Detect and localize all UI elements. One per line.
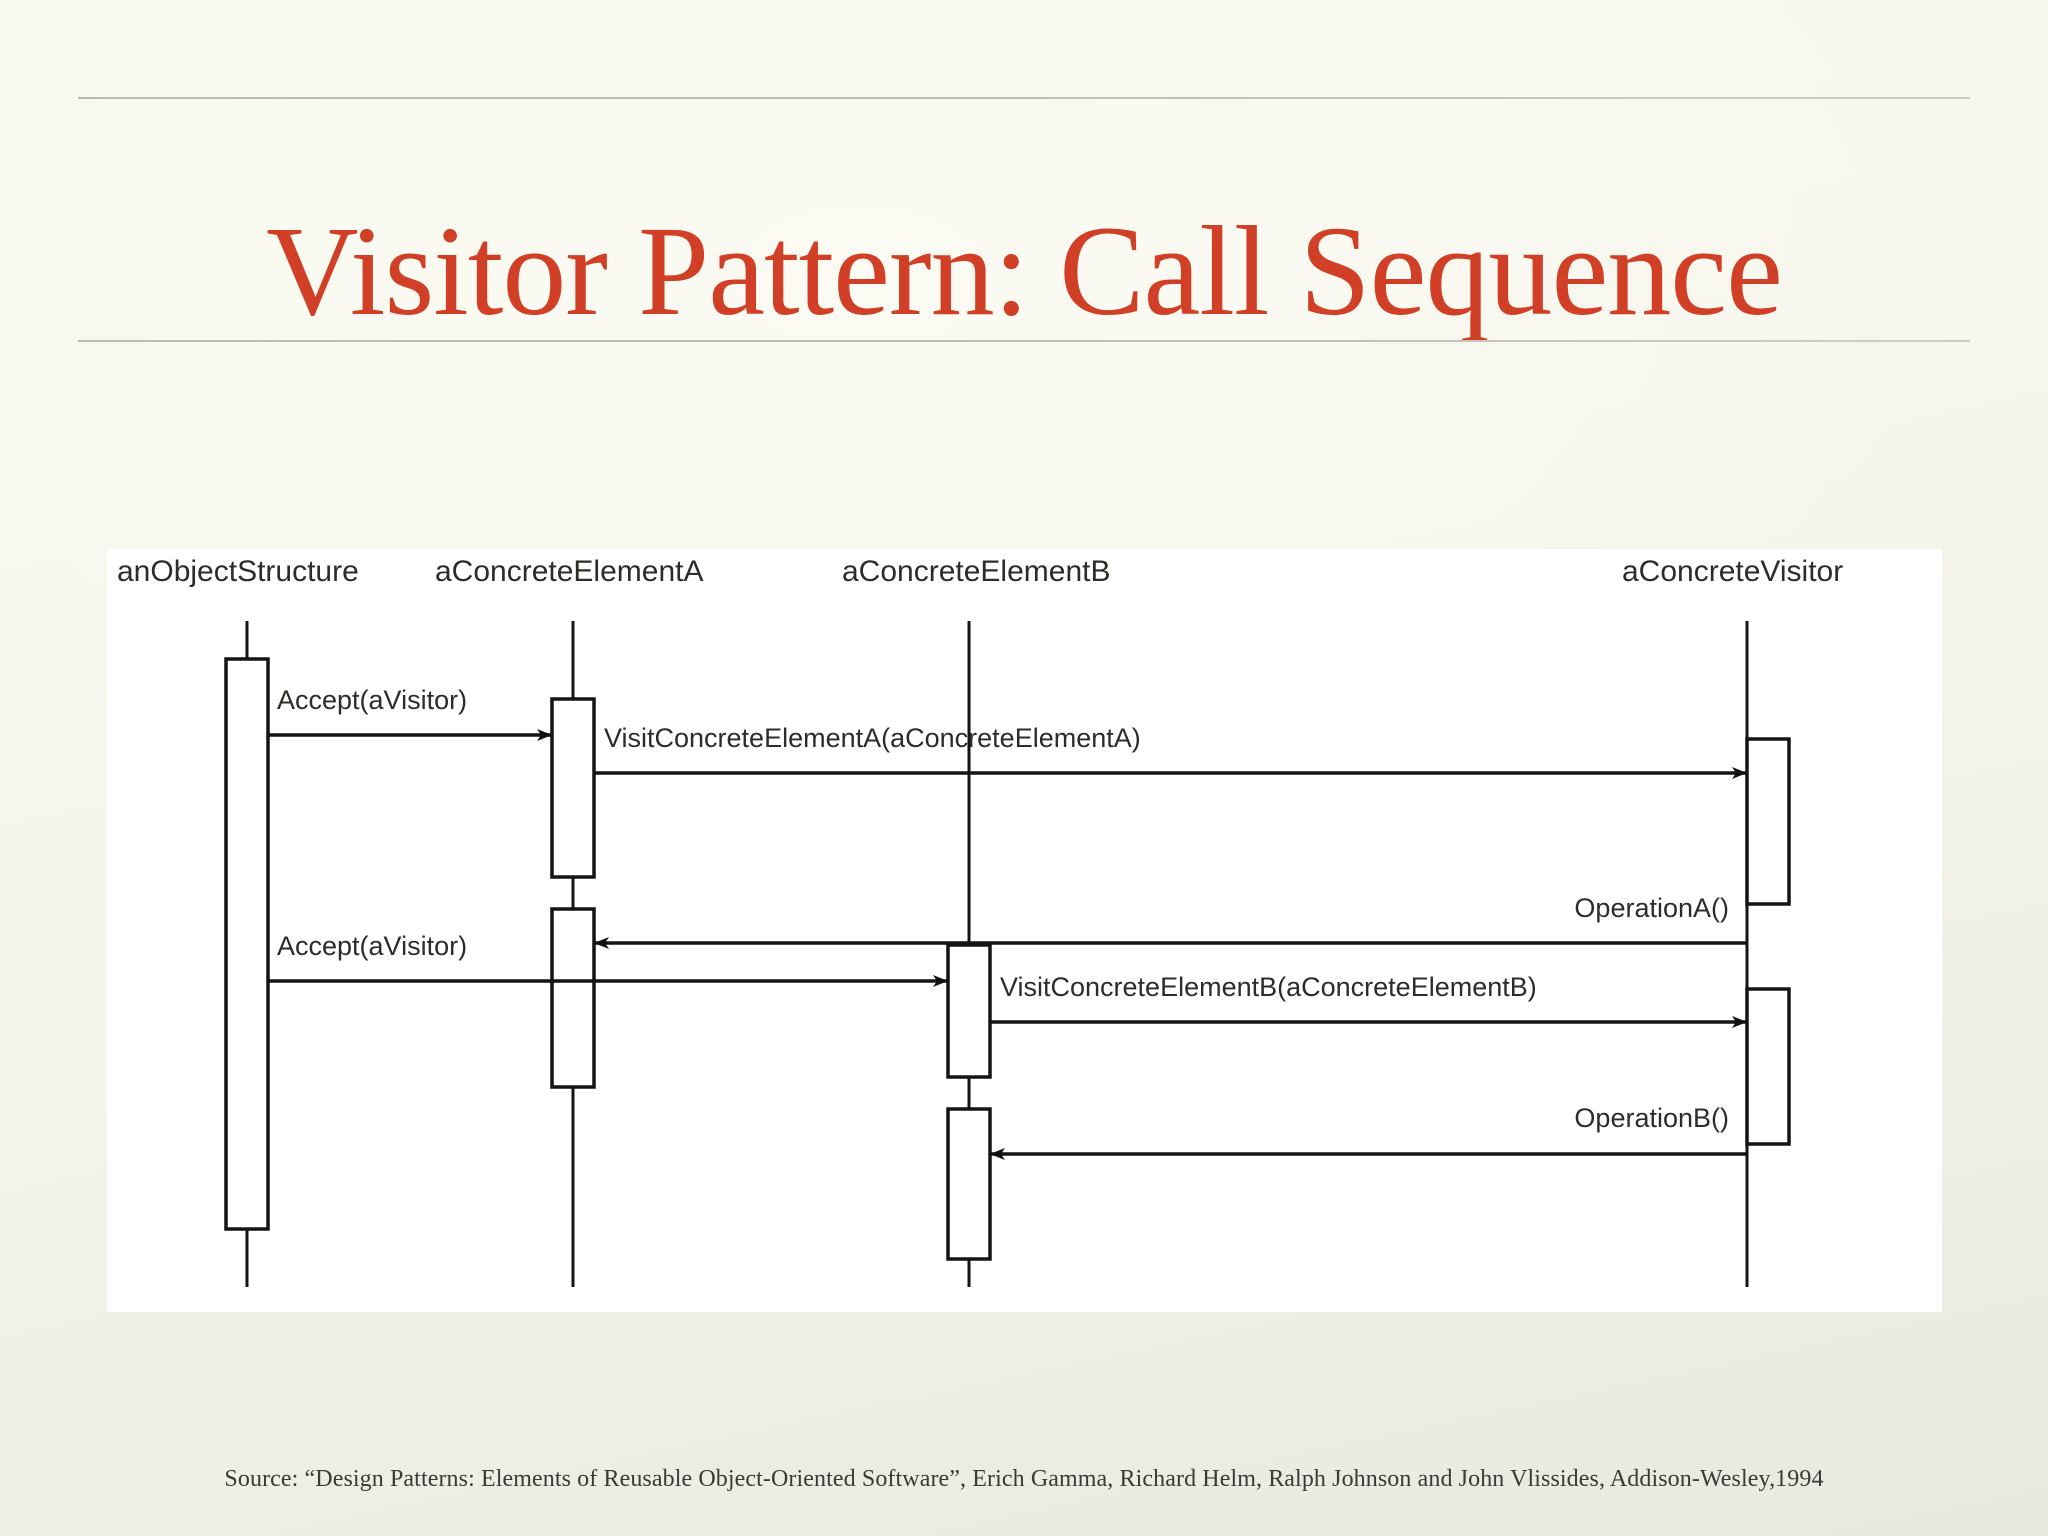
page-title: Visitor Pattern: Call Sequence [266, 199, 1783, 342]
activation-aConcreteVisitor-1 [1745, 737, 1791, 906]
message-label-accept-b: Accept(aVisitor) [277, 931, 467, 961]
activation-anObjectStructure [224, 657, 270, 1231]
sequence-diagram-panel: anObjectStructure aConcreteElementA aCon… [107, 549, 1942, 1312]
activation-aConcreteElementA-2 [550, 907, 596, 1089]
message-label-visit-b: VisitConcreteElementB(aConcreteElementB) [1000, 972, 1537, 1002]
message-label-operation-a: OperationA() [1574, 893, 1729, 923]
header-divider-bottom [78, 340, 1970, 342]
activation-aConcreteElementB-2 [946, 1107, 992, 1261]
sequence-diagram: anObjectStructure aConcreteElementA aCon… [107, 549, 1942, 1312]
message-label-accept-a: Accept(aVisitor) [277, 685, 467, 715]
header-divider-top [78, 97, 1970, 99]
message-label-visit-a: VisitConcreteElementA(aConcreteElementA) [604, 723, 1141, 753]
activation-aConcreteElementA-1 [550, 697, 596, 879]
activation-aConcreteVisitor-2 [1745, 987, 1791, 1146]
lifeline-label-anObjectStructure: anObjectStructure [117, 555, 359, 588]
lifeline-label-aConcreteVisitor: aConcreteVisitor [1622, 555, 1843, 588]
lifeline-label-aConcreteElementA: aConcreteElementA [435, 555, 703, 588]
activation-aConcreteElementB-1 [946, 943, 992, 1079]
lifeline-label-aConcreteElementB: aConcreteElementB [842, 555, 1110, 588]
source-citation: Source: “Design Patterns: Elements of Re… [224, 1466, 1824, 1492]
message-label-operation-b: OperationB() [1574, 1103, 1729, 1133]
